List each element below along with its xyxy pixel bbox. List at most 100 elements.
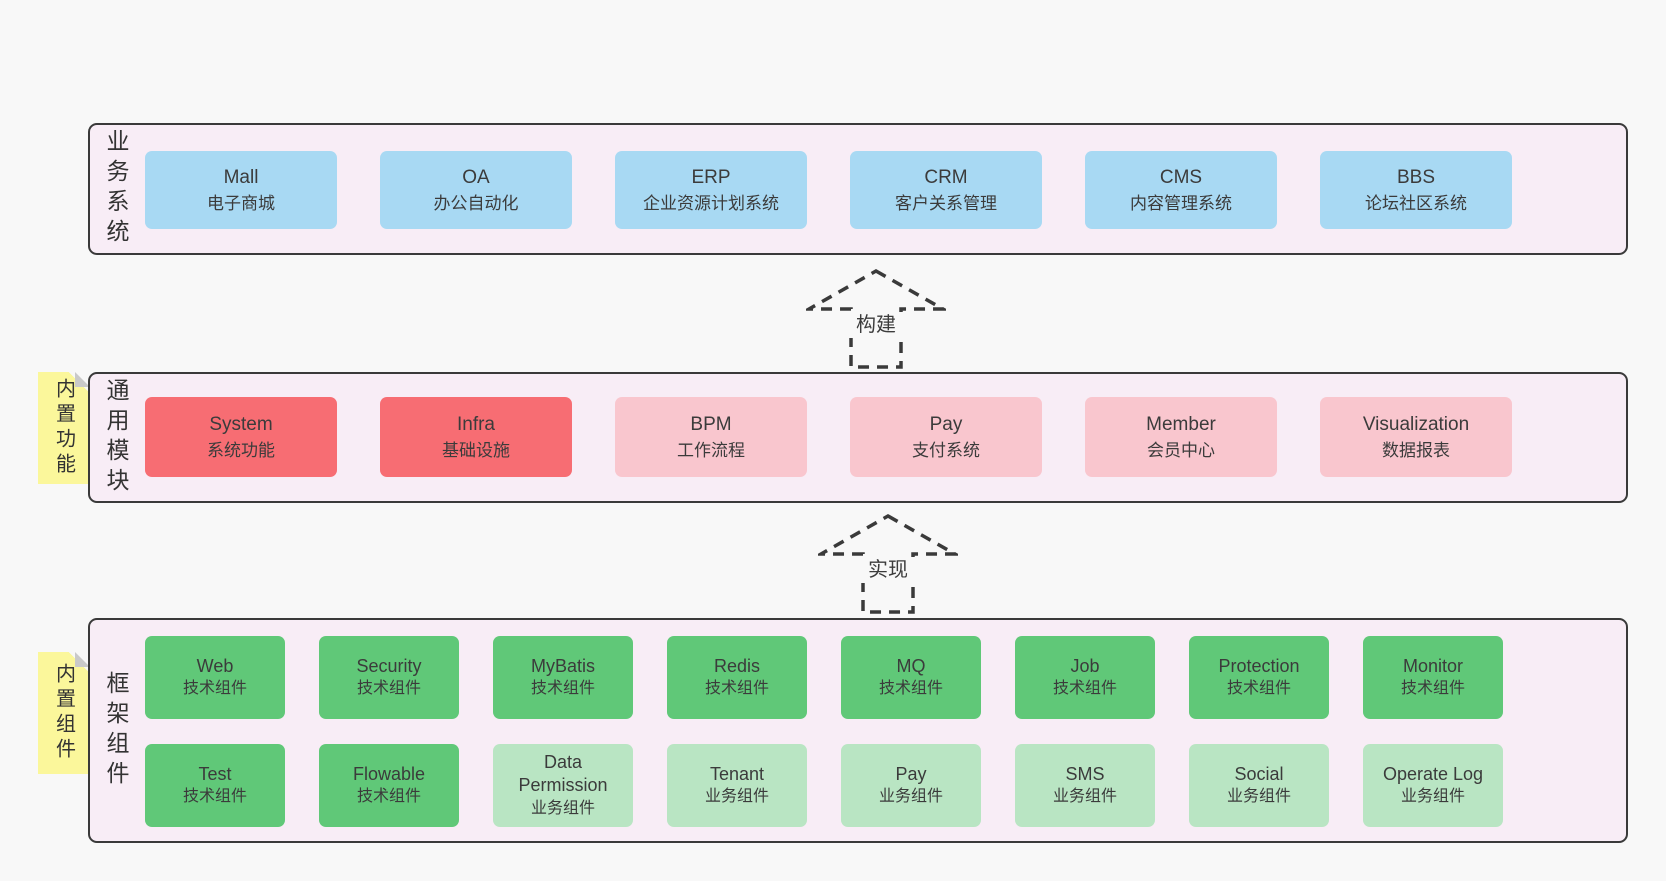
box-operate-log: Operate Log 业务组件	[1363, 744, 1503, 827]
box-title: System	[209, 414, 273, 436]
box-web: Web 技术组件	[145, 636, 285, 719]
box-desc: 技术组件	[878, 680, 943, 697]
box-pay-module: Pay 支付系统	[850, 397, 1042, 477]
box-title: Protection	[1218, 655, 1300, 676]
box-visualization: Visualization 数据报表	[1320, 397, 1512, 477]
box-title: Monitor	[1402, 655, 1464, 676]
box-desc: 客户关系管理	[895, 193, 997, 213]
box-desc: 论坛社区系统	[1365, 193, 1467, 213]
up-arrow-implement-icon: 实现	[818, 513, 958, 614]
box-desc: 办公自动化	[433, 193, 519, 213]
box-erp: ERP 企业资源计划系统	[615, 151, 807, 229]
band-common-modules: 通用模块 System 系统功能 Infra 基础设施 BPM 工作流程 Pay…	[88, 372, 1628, 503]
box-title: Flowable	[352, 763, 426, 784]
business-systems-row: Mall 电子商城 OA 办公自动化 ERP 企业资源计划系统 CRM 客户关系…	[145, 151, 1512, 229]
box-test: Test 技术组件	[145, 744, 285, 827]
box-crm: CRM 客户关系管理	[850, 151, 1042, 229]
common-modules-row: System 系统功能 Infra 基础设施 BPM 工作流程 Pay 支付系统…	[145, 397, 1512, 477]
band-label: 通用模块	[103, 377, 129, 498]
box-security: Security 技术组件	[319, 636, 459, 719]
arrow-label: 构建	[856, 313, 896, 336]
box-desc: 支付系统	[912, 440, 980, 460]
folded-corner-icon	[75, 652, 90, 667]
box-title: MyBatis	[530, 655, 595, 676]
band-label: 业务系统	[103, 129, 129, 249]
box-title: Pay	[929, 414, 963, 436]
box-title: Security	[356, 655, 422, 676]
box-desc: 技术组件	[1226, 680, 1291, 697]
box-title: Data Permission	[518, 751, 608, 796]
band-business-systems: 业务系统 Mall 电子商城 OA 办公自动化 ERP 企业资源计划系统 CRM…	[88, 123, 1628, 255]
arrow-label: 实现	[868, 558, 908, 581]
box-oa: OA 办公自动化	[380, 151, 572, 229]
box-title: MQ	[896, 655, 926, 676]
box-mybatis: MyBatis 技术组件	[493, 636, 633, 719]
box-desc: 基础设施	[442, 440, 510, 460]
box-desc: 业务组件	[530, 799, 595, 817]
box-desc: 电子商城	[207, 193, 275, 213]
box-title: Redis	[713, 655, 761, 676]
box-desc: 业务组件	[1400, 788, 1465, 805]
box-desc: 业务组件	[1052, 788, 1117, 805]
box-mq: MQ 技术组件	[841, 636, 981, 719]
box-desc: 技术组件	[182, 680, 247, 697]
box-title: OA	[462, 167, 490, 189]
box-redis: Redis 技术组件	[667, 636, 807, 719]
box-social: Social 业务组件	[1189, 744, 1329, 827]
box-title: Infra	[456, 414, 496, 436]
box-title: Member	[1146, 414, 1216, 436]
box-desc: 数据报表	[1382, 440, 1450, 460]
box-title: BPM	[690, 414, 732, 436]
box-title: Visualization	[1362, 414, 1470, 436]
box-title: Job	[1070, 655, 1100, 676]
box-mall: Mall 电子商城	[145, 151, 337, 229]
box-desc: 技术组件	[704, 680, 769, 697]
box-desc: 技术组件	[1400, 680, 1465, 697]
box-pay-component: Pay 业务组件	[841, 744, 981, 827]
box-desc: 技术组件	[182, 788, 247, 805]
box-desc: 内容管理系统	[1130, 193, 1232, 213]
box-flowable: Flowable 技术组件	[319, 744, 459, 827]
box-title: CMS	[1159, 167, 1203, 189]
box-desc: 企业资源计划系统	[643, 193, 779, 213]
box-desc: 业务组件	[1226, 788, 1291, 805]
box-monitor: Monitor 技术组件	[1363, 636, 1503, 719]
box-title: Pay	[895, 763, 927, 784]
box-bpm: BPM 工作流程	[615, 397, 807, 477]
box-desc: 业务组件	[878, 788, 943, 805]
box-title: Web	[196, 655, 234, 676]
box-title: Mall	[223, 167, 259, 189]
box-job: Job 技术组件	[1015, 636, 1155, 719]
box-desc: 系统功能	[207, 440, 275, 460]
band-framework-components: 框架组件 Web 技术组件 Security 技术组件 MyBatis 技术组件…	[88, 618, 1628, 843]
box-system: System 系统功能	[145, 397, 337, 477]
box-member: Member 会员中心	[1085, 397, 1277, 477]
box-title: Tenant	[709, 763, 765, 784]
sticky-note-builtin-features: 内置功能	[38, 372, 90, 484]
box-cms: CMS 内容管理系统	[1085, 151, 1277, 229]
box-desc: 工作流程	[677, 440, 745, 460]
box-desc: 业务组件	[704, 788, 769, 805]
box-sms: SMS 业务组件	[1015, 744, 1155, 827]
box-data-permission: Data Permission 业务组件	[493, 744, 633, 827]
box-title: BBS	[1396, 167, 1436, 189]
box-title: CRM	[924, 167, 968, 189]
box-desc: 会员中心	[1147, 440, 1215, 460]
box-title: ERP	[691, 167, 731, 189]
box-desc: 技术组件	[356, 680, 421, 697]
sticky-note-builtin-components: 内置组件	[38, 652, 90, 774]
box-infra: Infra 基础设施	[380, 397, 572, 477]
box-protection: Protection 技术组件	[1189, 636, 1329, 719]
sticky-note-label: 内置功能	[52, 378, 75, 478]
sticky-note-label: 内置组件	[52, 663, 75, 763]
box-bbs: BBS 论坛社区系统	[1320, 151, 1512, 229]
box-tenant: Tenant 业务组件	[667, 744, 807, 827]
box-title: SMS	[1065, 763, 1105, 784]
folded-corner-icon	[75, 372, 90, 387]
box-desc: 技术组件	[356, 788, 421, 805]
up-arrow-build-icon: 构建	[806, 268, 946, 369]
box-desc: 技术组件	[1052, 680, 1117, 697]
framework-row-1: Web 技术组件 Security 技术组件 MyBatis 技术组件 Redi…	[145, 636, 1503, 719]
box-title: Operate Log	[1382, 763, 1484, 784]
